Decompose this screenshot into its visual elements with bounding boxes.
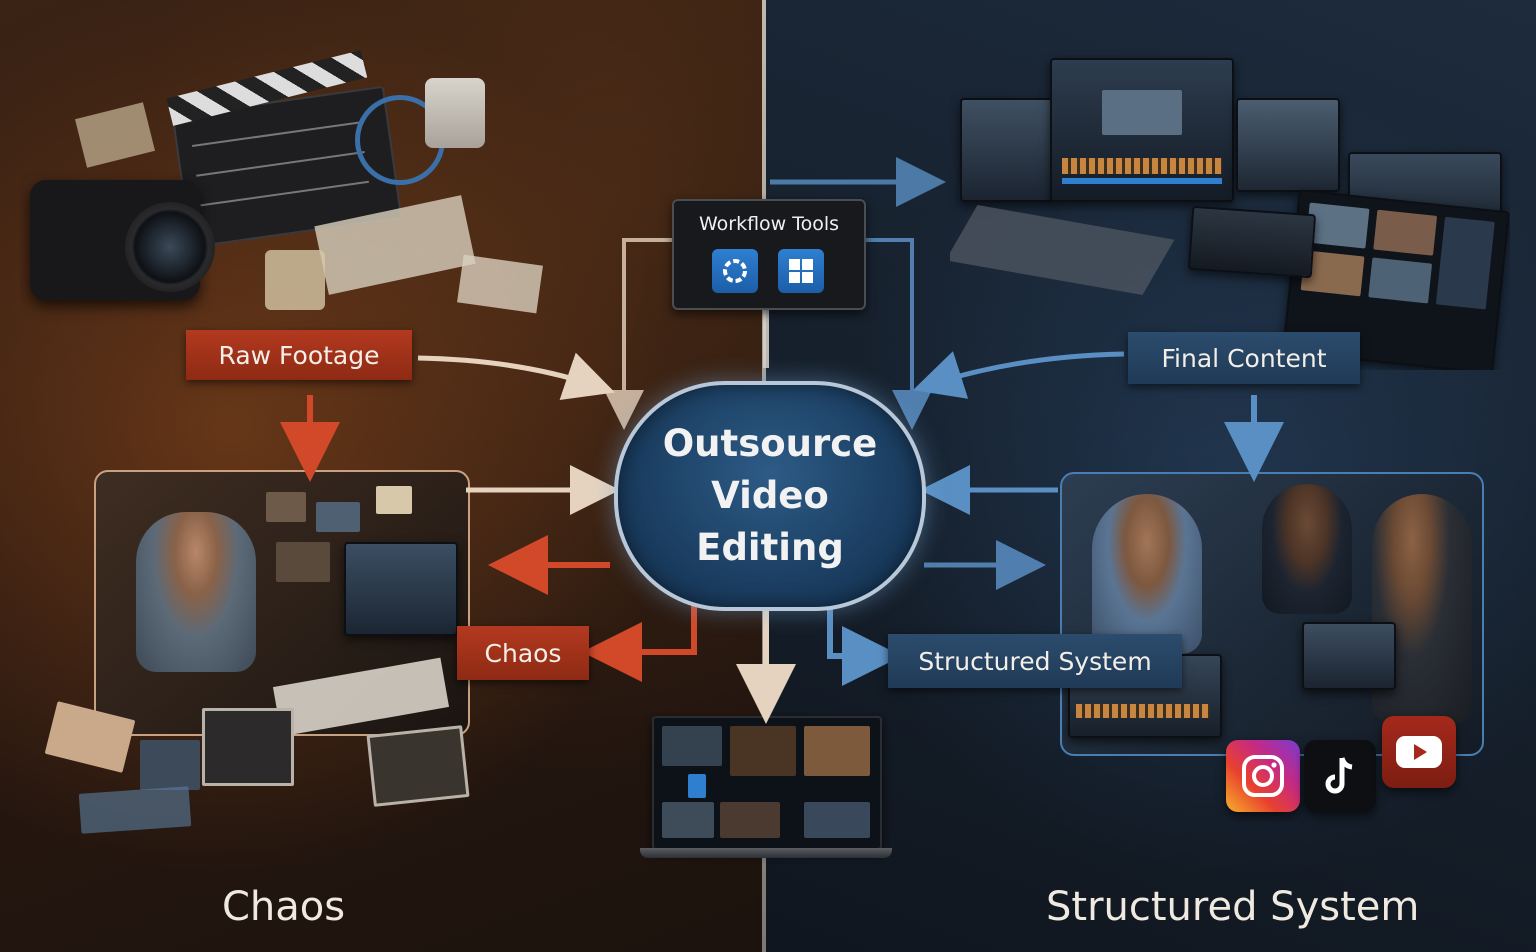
- outsource-video-editing-hub: Outsource Video Editing: [614, 381, 926, 611]
- final-content-label: Final Content: [1128, 332, 1360, 384]
- workflow-tools-title: Workflow Tools: [698, 213, 840, 235]
- windows-icon[interactable]: [778, 249, 824, 293]
- raw-footage-illustration: [20, 40, 610, 380]
- tiktok-icon[interactable]: [1304, 740, 1376, 812]
- chaos-tag: Chaos: [457, 626, 589, 680]
- workflow-tool-icon[interactable]: [712, 249, 758, 293]
- camera-icon: [30, 180, 215, 300]
- center-laptop: [640, 712, 892, 864]
- final-content-illustration: [950, 50, 1510, 370]
- hub-title-line-1: Outsource: [662, 422, 878, 465]
- footer-structured-label: Structured System: [1046, 884, 1420, 930]
- chaos-editor-scene: [94, 470, 470, 736]
- arrow-final-to-hub: [912, 351, 1125, 399]
- raw-footage-label: Raw Footage: [186, 330, 412, 380]
- scattered-photos: [40, 690, 500, 840]
- structured-system-tag: Structured System: [888, 634, 1182, 688]
- team-member-1: [1092, 494, 1202, 654]
- arrow-raw-to-hub: [417, 352, 615, 400]
- hub-title-line-3: Editing: [696, 526, 844, 569]
- instagram-icon[interactable]: [1226, 740, 1300, 812]
- footer-chaos-label: Chaos: [222, 884, 346, 930]
- team-member-2: [1262, 484, 1352, 614]
- youtube-icon[interactable]: [1382, 716, 1456, 788]
- workflow-tools-panel: Workflow Tools: [672, 199, 866, 310]
- hub-title-line-2: Video: [711, 474, 829, 517]
- editor-person: [136, 512, 256, 672]
